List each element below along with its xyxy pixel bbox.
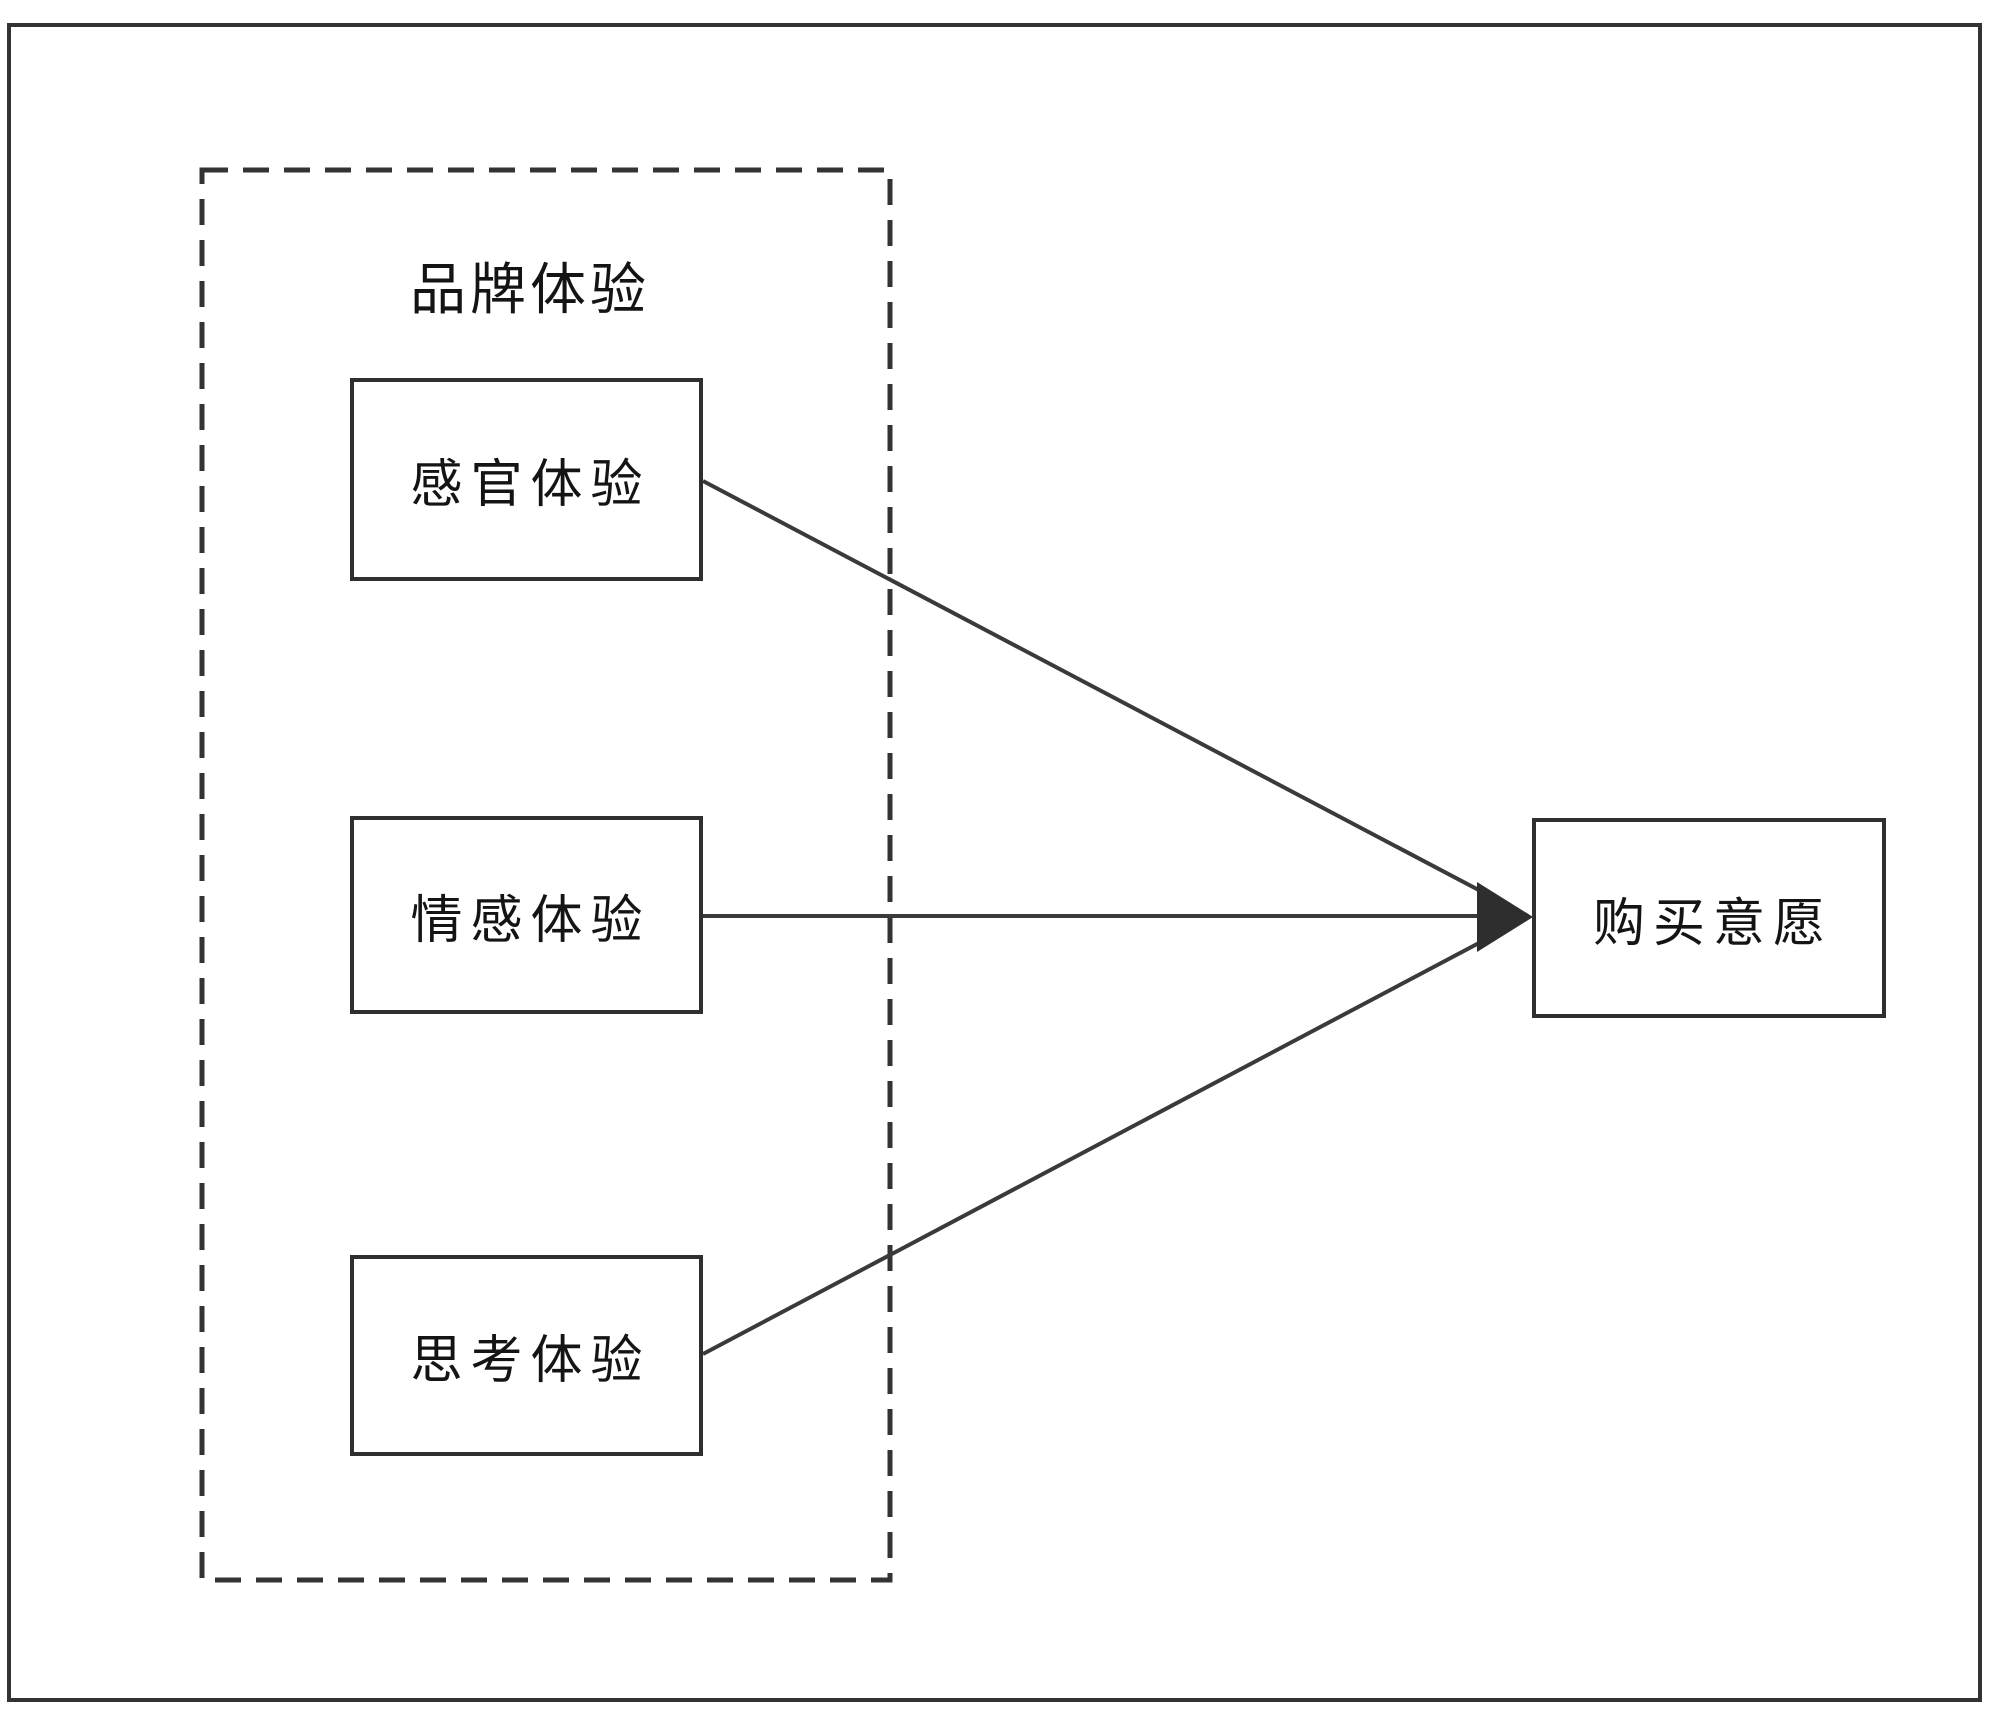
brand-experience-group-label: 品牌体验	[410, 257, 650, 321]
node-sensory-experience: 感官体验	[350, 378, 703, 581]
arrow-line-thinking-to-purchase	[702, 915, 1529, 1356]
node-purchase-intention-label: 购买意愿	[1592, 894, 1833, 953]
node-emotional-experience: 情感体验	[350, 816, 703, 1014]
arrowhead-icon	[1477, 882, 1533, 952]
node-thinking-experience-label: 思考体验	[410, 1332, 651, 1390]
arrow-line-sensory-to-purchase	[702, 479, 1529, 918]
brand-experience-group-box	[199, 167, 893, 1583]
node-sensory-experience-label: 感官体验	[410, 456, 651, 514]
node-purchase-intention: 购买意愿	[1532, 818, 1886, 1018]
node-emotional-experience-label: 情感体验	[410, 891, 651, 950]
figure-border	[7, 23, 1982, 1702]
node-thinking-experience: 思考体验	[350, 1255, 703, 1456]
